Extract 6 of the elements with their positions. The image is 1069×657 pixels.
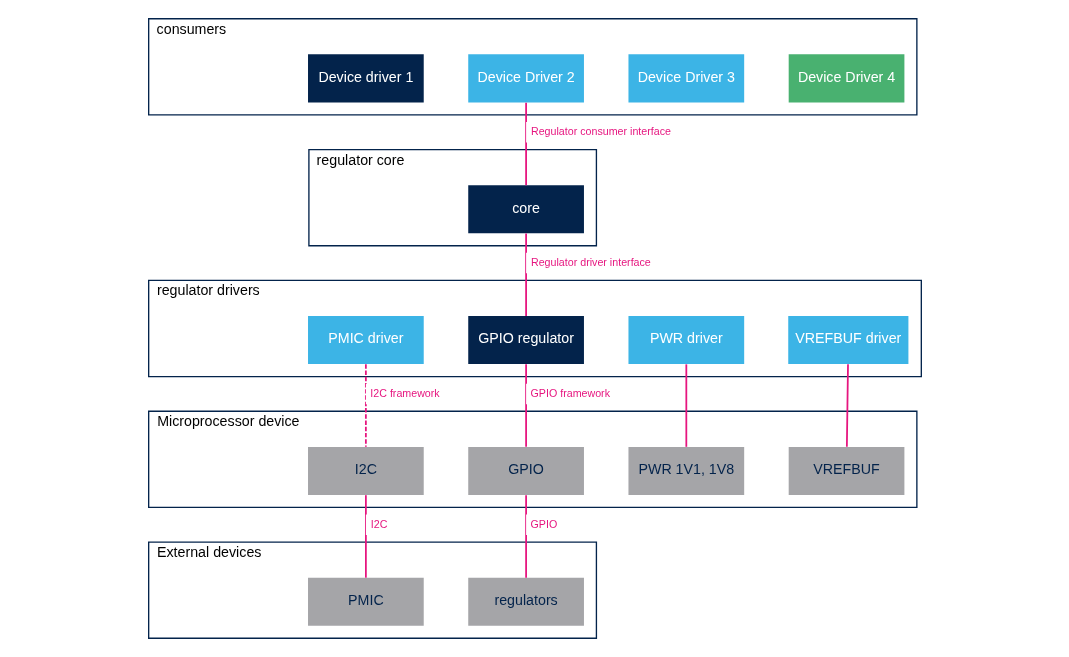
edge-label: Regulator consumer interface [530, 125, 671, 138]
edge-label: I2C [370, 517, 387, 530]
edge-label: I2C framework [369, 387, 440, 400]
edge-label: GPIO [530, 517, 557, 530]
edge-label: Regulator driver interface [530, 256, 651, 269]
edge-label: GPIO framework [530, 387, 610, 400]
